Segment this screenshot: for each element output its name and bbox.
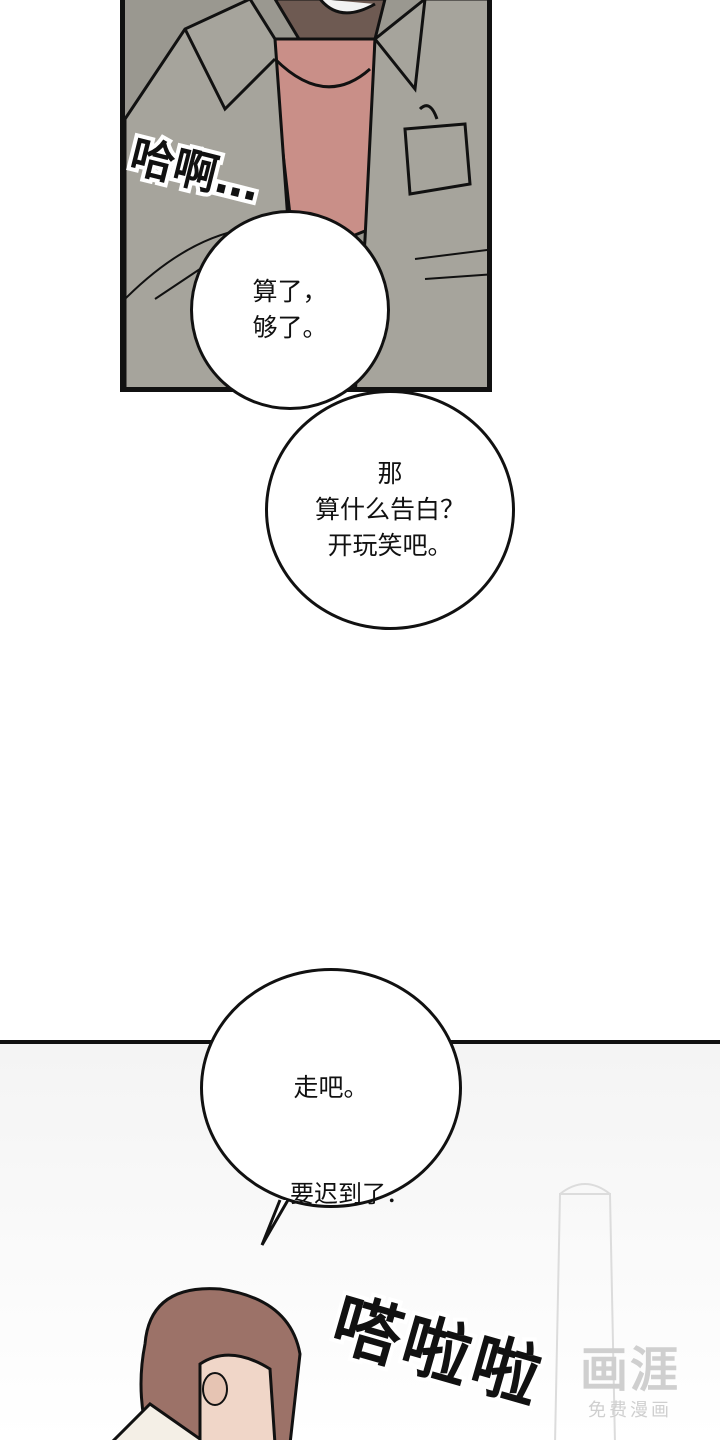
speech-bubble-2-text: 那 算什么告白？ 开玩笑吧。	[314, 458, 465, 561]
speech-bubble-3: 走吧。	[200, 968, 462, 1208]
watermark-title: 画涯	[579, 1342, 680, 1398]
trailing-speech-text: 要迟到了．	[290, 1180, 410, 1208]
speech-tail	[260, 1199, 290, 1246]
speech-bubble-3-text: 走吧。	[293, 1072, 369, 1102]
speech-bubble-2: 那 算什么告白？ 开玩笑吧。	[265, 390, 515, 630]
speech-bubble-1-text: 算了， 够了。	[252, 276, 328, 342]
character-head-illustration	[111, 1183, 616, 1440]
watermark-logo: 画涯 免费漫画	[580, 1346, 680, 1422]
speech-bubble-1: 算了， 够了。	[190, 210, 390, 410]
watermark-subtitle: 免费漫画	[587, 1400, 672, 1421]
